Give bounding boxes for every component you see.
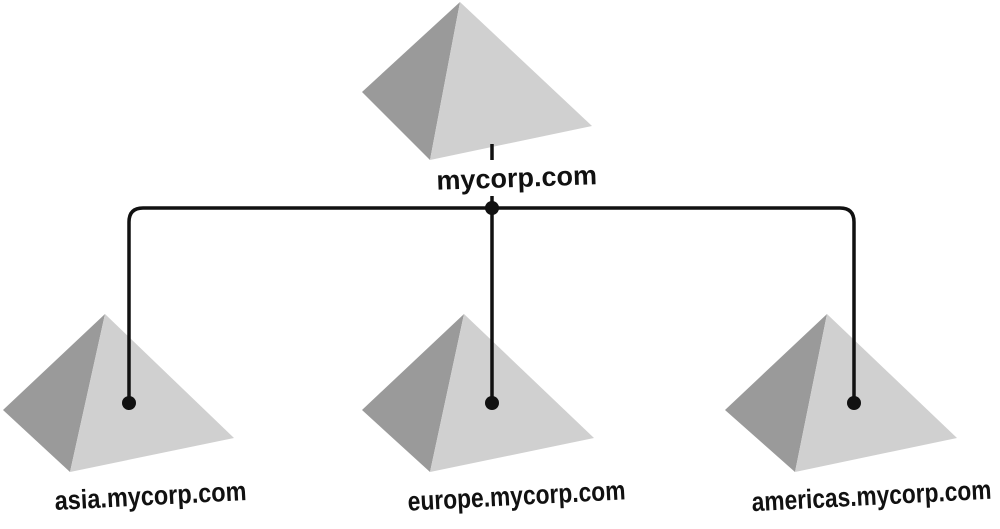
- root-pyramid-dark-face: [362, 2, 460, 160]
- americas-domain-pyramid: [725, 314, 957, 472]
- asia-pyramid-light-face: [70, 314, 234, 472]
- europe-pyramid-light-face: [430, 314, 594, 472]
- root-pyramid-light-face: [430, 2, 592, 160]
- asia-domain-label: asia.mycorp.com: [54, 476, 247, 516]
- root-domain-label: mycorp.com: [436, 160, 598, 196]
- asia-endpoint-dot: [122, 396, 136, 410]
- root-junction-dot: [485, 201, 499, 215]
- asia-domain-pyramid: [3, 314, 234, 472]
- root-domain-pyramid: [362, 2, 592, 160]
- europe-domain-pyramid: [362, 314, 594, 472]
- americas-domain-label: americas.mycorp.com: [751, 475, 992, 518]
- europe-domain-label: europe.mycorp.com: [407, 475, 626, 516]
- americas-pyramid-light-face: [795, 314, 957, 472]
- asia-pyramid-dark-face: [3, 314, 105, 472]
- americas-endpoint-dot: [847, 396, 861, 410]
- americas-pyramid-dark-face: [725, 314, 827, 472]
- europe-endpoint-dot: [485, 396, 499, 410]
